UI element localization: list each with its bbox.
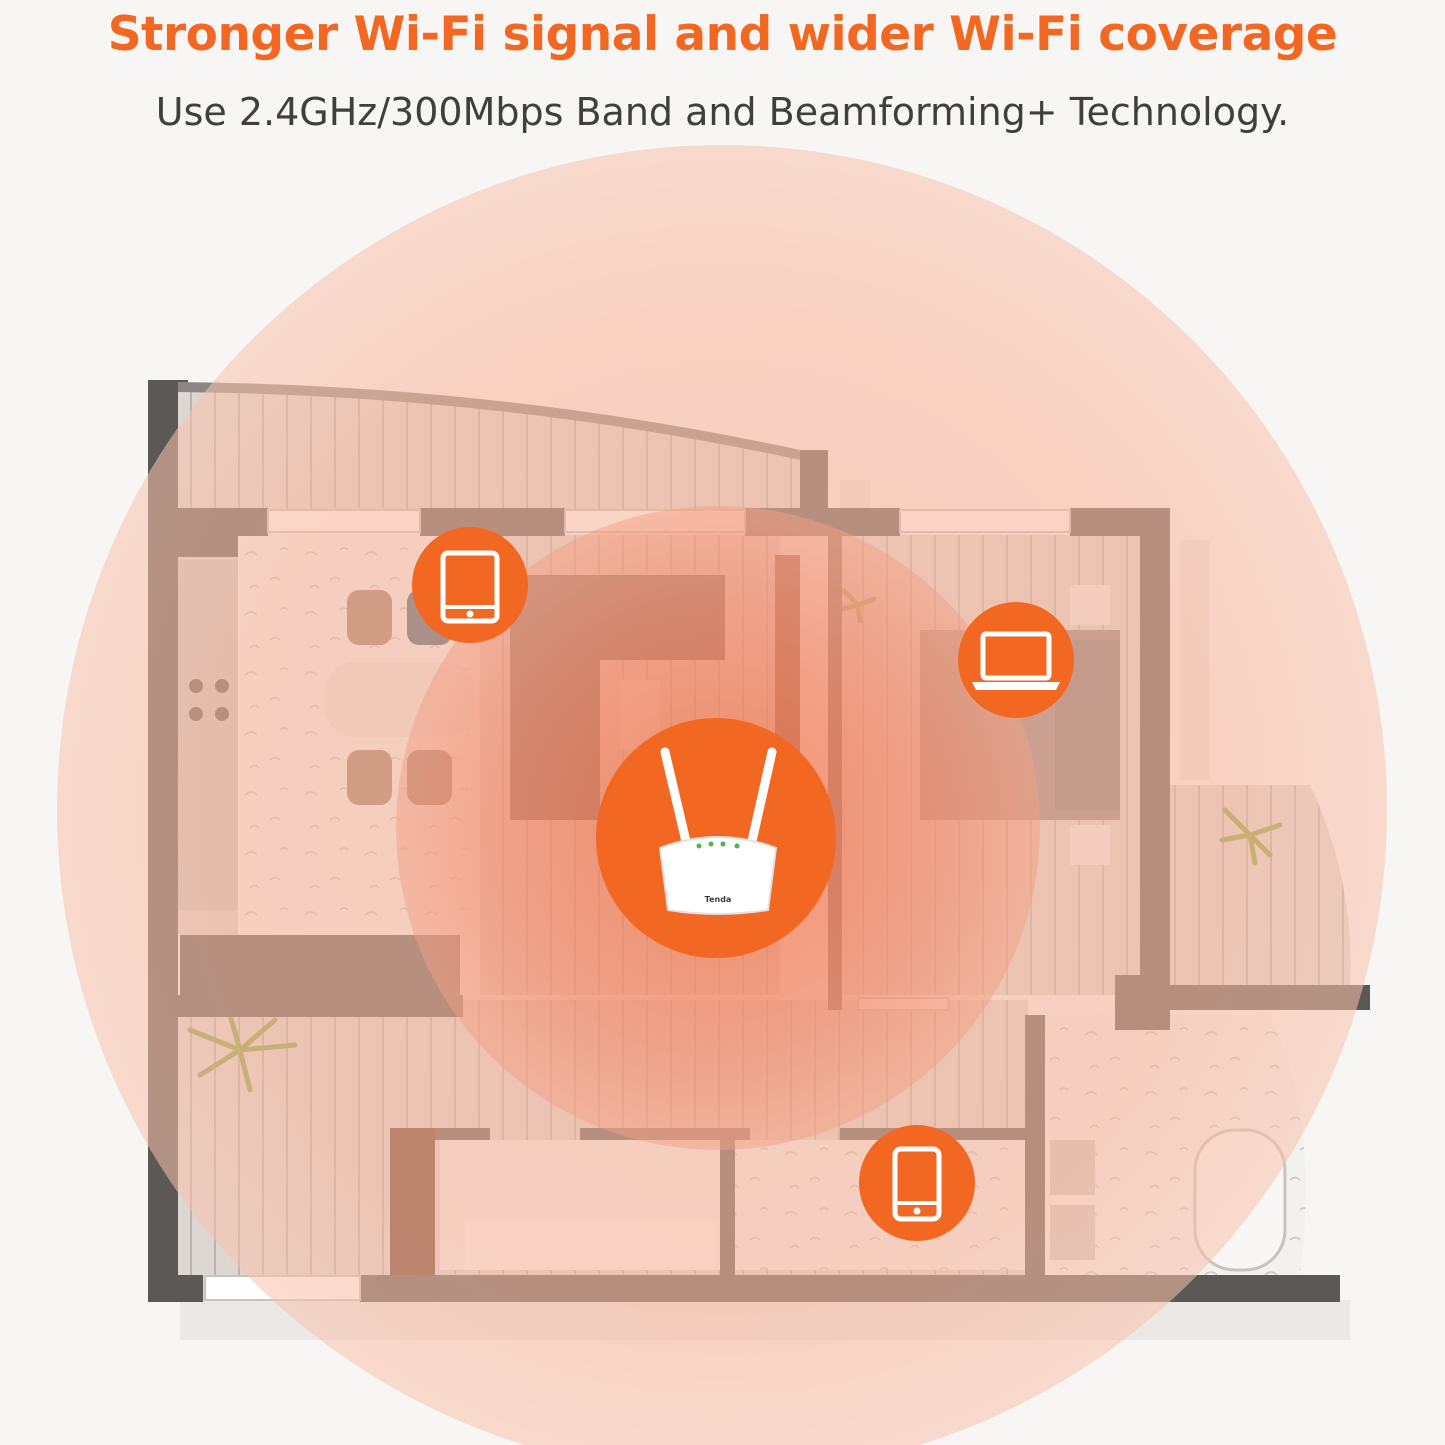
laptop-badge	[958, 602, 1074, 718]
tablet-badge	[412, 527, 528, 643]
tablet-icon	[440, 550, 500, 624]
subheadline: Use 2.4GHz/300Mbps Band and Beamforming+…	[155, 90, 1290, 134]
wifi-router-icon	[658, 747, 778, 915]
router-brand-label: Tenda	[705, 895, 732, 904]
smartphone-icon	[892, 1146, 942, 1222]
headline: Stronger Wi-Fi signal and wider Wi-Fi co…	[107, 7, 1338, 62]
smartphone-badge	[859, 1125, 975, 1241]
router-badge	[596, 718, 836, 958]
laptop-icon	[972, 631, 1060, 690]
